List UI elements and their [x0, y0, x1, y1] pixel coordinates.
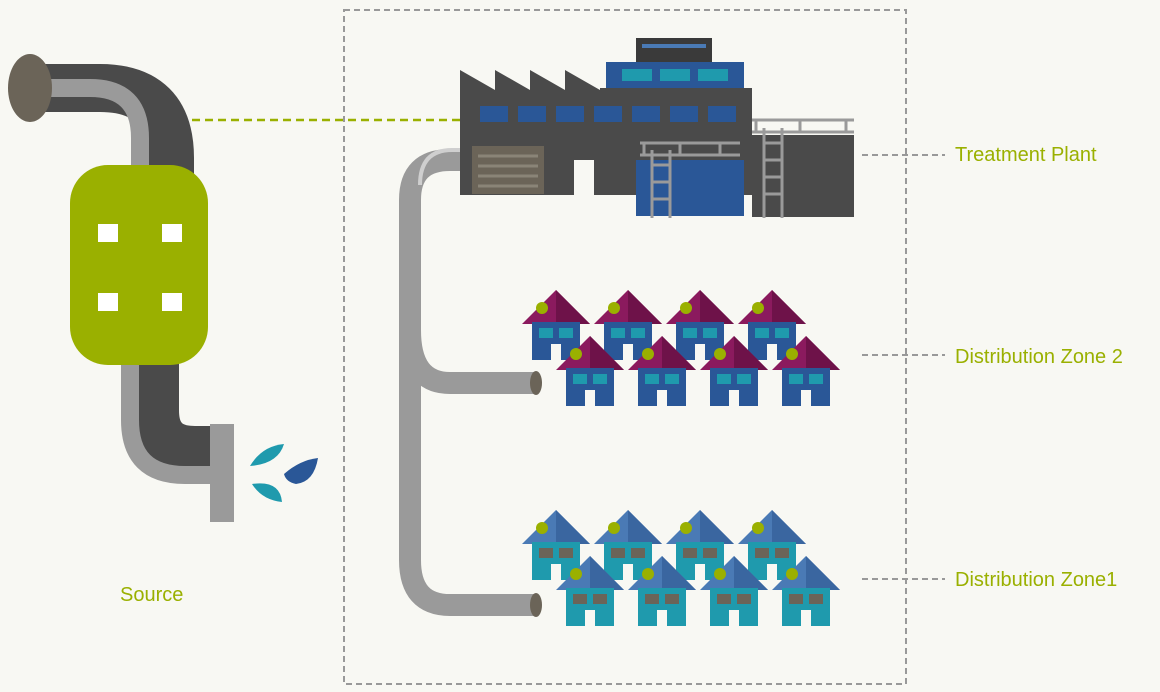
house-icon [594, 510, 662, 580]
house-icon [666, 290, 734, 360]
house-icon [628, 556, 696, 626]
source-pipe [8, 54, 234, 522]
factory-icon [460, 38, 854, 218]
house-icon [700, 336, 768, 406]
distribution-zone-1-label: Distribution Zone1 [955, 569, 1118, 591]
tank-icon [70, 165, 208, 365]
distribution-zone-2-label: Distribution Zone 2 [955, 346, 1123, 368]
house-icon [738, 290, 806, 360]
house-icon [628, 336, 696, 406]
water-drop-icon [250, 444, 318, 502]
house-icon [556, 336, 624, 406]
source-label: Source [120, 584, 184, 606]
distribution-zone-2-houses [522, 290, 840, 406]
house-icon [700, 556, 768, 626]
distribution-pipe [399, 148, 542, 617]
house-icon [772, 336, 840, 406]
house-icon [522, 510, 590, 580]
distribution-zone-1-houses [522, 510, 840, 626]
system-boundary [343, 9, 907, 685]
house-icon [772, 556, 840, 626]
house-icon [738, 510, 806, 580]
treatment-plant-label: Treatment Plant [955, 144, 1097, 166]
house-icon [556, 556, 624, 626]
